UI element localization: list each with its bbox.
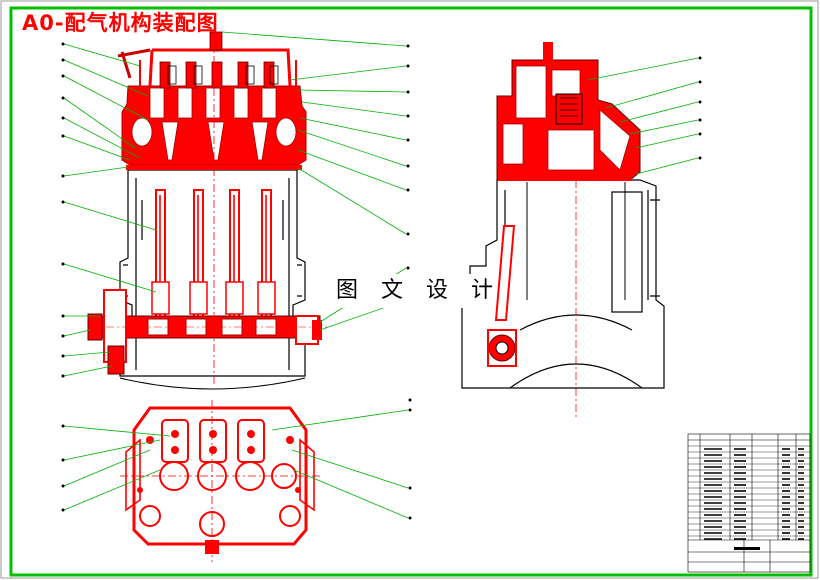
parts-list-title-block [687, 433, 811, 573]
drawing-border [9, 6, 813, 577]
parts-list-rows [688, 445, 810, 540]
side-section-view [461, 42, 702, 420]
front-section-view [61, 24, 410, 390]
top-view [61, 398, 412, 562]
watermark-text: 图 文 设 计 [336, 274, 493, 308]
drawing-title: A0-配气机构装配图 [22, 11, 219, 35]
